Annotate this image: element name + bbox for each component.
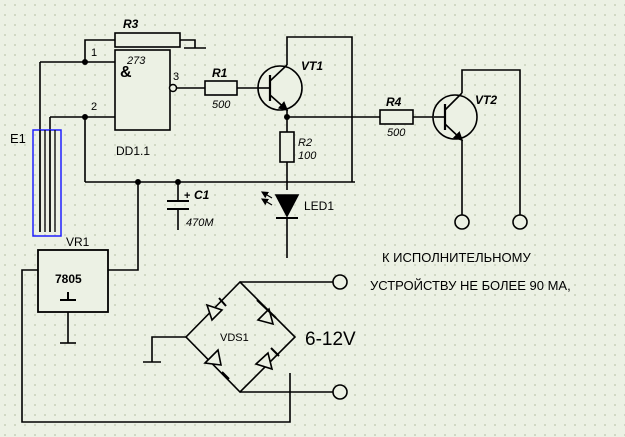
dd1-label: DD1.1: [116, 144, 150, 158]
transistor-vt2: [432, 92, 478, 142]
regulator-vr1: [37, 249, 109, 313]
terminals: [332, 214, 528, 400]
vt2-label: VT2: [475, 93, 497, 107]
vt1-label: VT1: [301, 59, 323, 73]
capacitor-c1: [167, 200, 189, 210]
logic-gate-dd1: [114, 49, 178, 131]
resistor-r2: [279, 131, 295, 163]
vds1-label: VDS1: [220, 332, 249, 344]
vr1-value-label: 7805: [55, 272, 82, 286]
labels: R3 273 1 2 3 & DD1.1 R1 500 VT1 R2 100 L…: [10, 17, 571, 350]
supply-terminal-1: [332, 274, 348, 290]
r3-value-label: 273: [126, 55, 146, 67]
r1-ref-label: R1: [212, 66, 228, 80]
r4-value-label: 500: [387, 127, 406, 139]
vr1-label: VR1: [66, 235, 90, 249]
r2-ref-label: R2: [298, 137, 312, 149]
resistor-r4: [379, 109, 414, 125]
supply-terminal-2: [332, 384, 348, 400]
r4-ref-label: R4: [386, 95, 402, 109]
load-note-line1: К ИСПОЛНИТЕЛЬНОМУ: [382, 250, 531, 265]
c1-value-label: 470M: [186, 217, 214, 229]
diode-bridge-vds1: [184, 280, 297, 394]
load-terminal-1: [454, 214, 470, 230]
supply-voltage-label: 6-12V: [305, 329, 356, 350]
transistor-vt1: [257, 64, 303, 112]
gate-and-symbol: &: [120, 64, 132, 81]
resistor-r1: [204, 80, 238, 96]
resistor-r3: [114, 32, 181, 48]
e1-label: E1: [10, 131, 26, 146]
r3-ref-label: R3: [123, 17, 139, 31]
r1-value-label: 500: [212, 99, 231, 111]
led1-label: LED1: [304, 199, 334, 213]
load-terminal-2: [512, 214, 528, 230]
gate-pin2-label: 2: [91, 101, 97, 113]
junction-dots: [82, 59, 290, 185]
led-d1: [260, 191, 300, 219]
gate-pin1-label: 1: [91, 47, 97, 59]
gate-pin3-label: 3: [173, 71, 179, 83]
c1-ref-label: C1: [194, 188, 210, 202]
sensor-outline: [32, 129, 62, 237]
sensor-e1: [32, 129, 62, 237]
r2-value-label: 100: [298, 150, 317, 162]
c1-plus-label: +: [184, 190, 190, 202]
load-note-line2: УСТРОЙСТВУ НЕ БОЛЕЕ 90 МА,: [370, 278, 571, 293]
